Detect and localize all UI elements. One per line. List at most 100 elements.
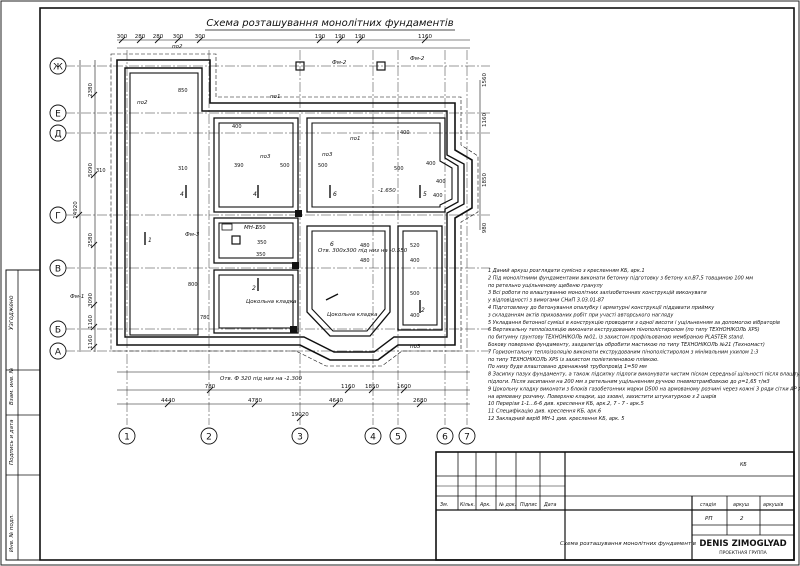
label-po3-b: по3 <box>260 154 271 160</box>
axis-bubble-row-4: Г <box>49 206 67 224</box>
note-line: По низу буде влаштовано дренажний трубоп… <box>488 364 647 370</box>
svg-text:2: 2 <box>252 285 256 292</box>
svg-text:А: А <box>55 348 62 358</box>
note-line: на армовану розчину. Поверхню кладки, що… <box>488 394 716 400</box>
note-line: 4 Підготовлену до бетонування опалубку і… <box>488 305 715 311</box>
side-stamp-agreed: Узгоджено <box>8 295 15 330</box>
svg-text:400: 400 <box>400 130 410 136</box>
axis-bubble-5: 5 <box>389 427 407 445</box>
stamp-arkush: 2 <box>740 516 744 522</box>
svg-text:400: 400 <box>232 124 242 130</box>
note-line: з складанням актів прихованих робіт при … <box>488 312 674 318</box>
note-line: у відповідності з вимогами СНиП 3.03.01-… <box>487 298 605 304</box>
label-cokol-2: Цокольна кладка <box>327 312 378 318</box>
dim-left: 3090 <box>88 293 94 307</box>
stamp-h-pidp: Підпис <box>520 502 538 508</box>
label-po2-a: по2 <box>172 44 183 50</box>
stamp-h-arkush: аркуш <box>733 503 750 508</box>
stamp-h-stadia: стадія <box>700 502 716 508</box>
dim-left: 2380 <box>88 83 94 97</box>
note-line: по битумну грунтову ТЕХНОНІКОЛЬ №01, із … <box>488 335 744 341</box>
side-stamp-inv: Инв. № подл. <box>9 514 15 552</box>
dim-bottom: 1850 <box>365 384 379 390</box>
svg-text:400: 400 <box>436 179 446 185</box>
inner-frame <box>39 7 795 561</box>
svg-text:500: 500 <box>394 166 404 172</box>
label-po1-a: по1 <box>350 136 360 142</box>
title-block-text: КБ Зм. Кільк. Арк. № док. Підпис Дата ст… <box>440 462 783 547</box>
dim-top: 280 <box>135 34 146 40</box>
stamp-sheet-name: Схема розташування монолітних фундаменті… <box>560 541 696 547</box>
dim-left: 2580 <box>88 233 94 247</box>
title-block <box>435 451 795 561</box>
svg-text:Д: Д <box>54 130 61 140</box>
label-fm2-a: Фм-2 <box>332 60 347 66</box>
label-mn1: МН-1 <box>244 225 258 231</box>
note-line: 2 Під монолітними фундаментами виконати … <box>488 275 753 281</box>
stamp-stadia: РП <box>705 516 712 522</box>
dim-left: 1160 <box>88 335 94 349</box>
note-line: 1 Даний аркуш розглядати сумісно з кресл… <box>488 268 645 274</box>
svg-text:500: 500 <box>280 163 290 169</box>
svg-text:В: В <box>55 265 61 275</box>
note-line: 11 Специфікацію див. креслення КБ, арк.6 <box>488 409 601 415</box>
axis-bubble-row-5: В <box>49 259 67 277</box>
dim-right: 980 <box>482 222 488 233</box>
label-opening-1: Отв. 300х300 під низ на -0.550 <box>318 248 408 254</box>
svg-text:2: 2 <box>206 433 212 443</box>
dim-bottom: 4440 <box>161 398 175 404</box>
svg-text:6: 6 <box>330 241 334 248</box>
stamp-h-ark: Арк. <box>479 502 491 508</box>
svg-text:650: 650 <box>256 225 266 231</box>
stamp-h-kilk: Кільк. <box>460 502 475 508</box>
svg-text:520: 520 <box>410 243 420 249</box>
dim-top: 300 <box>195 34 206 40</box>
svg-text:Е: Е <box>55 110 61 120</box>
note-line: 10 Перерізи 1-1...6-6 див. креслення КБ,… <box>488 401 644 407</box>
svg-text:310: 310 <box>96 168 106 174</box>
note-line: Бокову поверхню фундаменту, заздалегідь … <box>488 342 765 348</box>
svg-text:480: 480 <box>360 243 370 249</box>
stamp-h-arkushiv: аркушів <box>763 502 783 508</box>
svg-text:1: 1 <box>148 237 152 244</box>
note-line: 7 Горизонтальну теплоізоляцію виконати е… <box>488 349 758 355</box>
company-subtitle: ПРОЕКТНАЯ ГРУППА <box>719 550 767 556</box>
dim-bottom: 4640 <box>329 398 343 404</box>
axis-bubble-row-2: Е <box>49 104 67 122</box>
general-notes: 1 Даний аркуш розглядати сумісно з кресл… <box>487 268 800 422</box>
stamp-h-zm: Зм. <box>440 502 448 508</box>
label-po1-b: по1 <box>270 94 280 100</box>
side-stamp: Узгоджено Взам. инв. № Подпись и дата Ин… <box>5 269 41 561</box>
dim-top: 1160 <box>418 34 432 40</box>
stamp-h-doc: № док. <box>498 502 516 508</box>
axis-bubble-row-3: Д <box>49 124 67 142</box>
label-cokol-1: Цокольна кладка <box>246 299 297 305</box>
column-pads <box>221 61 386 333</box>
dim-top: 300 <box>173 34 184 40</box>
label-fm1: Фм-1 <box>70 294 84 300</box>
side-stamp-sign-date: Подпись и дата <box>9 419 15 465</box>
side-stamp-replace: Взам. инв. № <box>9 367 15 405</box>
company-name: DENIS ZIMOGLYAD <box>699 539 786 549</box>
axis-bubble-1: 1 <box>118 427 136 445</box>
svg-text:7: 7 <box>464 433 470 443</box>
label-fm3: Фм-3 <box>185 232 200 238</box>
note-line: 8 Засипку пазух фундаменту, а також підс… <box>488 372 800 378</box>
svg-text:480: 480 <box>360 258 370 264</box>
plan-labels: Фм-2 Фм-2 Фм-3 Фм-1 МН-1 Цокольна кладка… <box>70 44 425 382</box>
dim-top: 280 <box>153 34 164 40</box>
label-po3-c: по3 <box>410 344 421 350</box>
note-line: 9 Цокольну кладку виконати з блоків газо… <box>488 386 800 392</box>
drawing-title: Схема розташування монолітних фундаменті… <box>206 17 453 29</box>
axis-lines <box>65 50 490 425</box>
svg-text:850: 850 <box>178 88 188 94</box>
dim-top: 300 <box>117 34 128 40</box>
label-elev-1: -1.650 <box>378 188 396 194</box>
axis-bubble-6: 6 <box>436 427 454 445</box>
svg-text:780: 780 <box>200 315 210 321</box>
